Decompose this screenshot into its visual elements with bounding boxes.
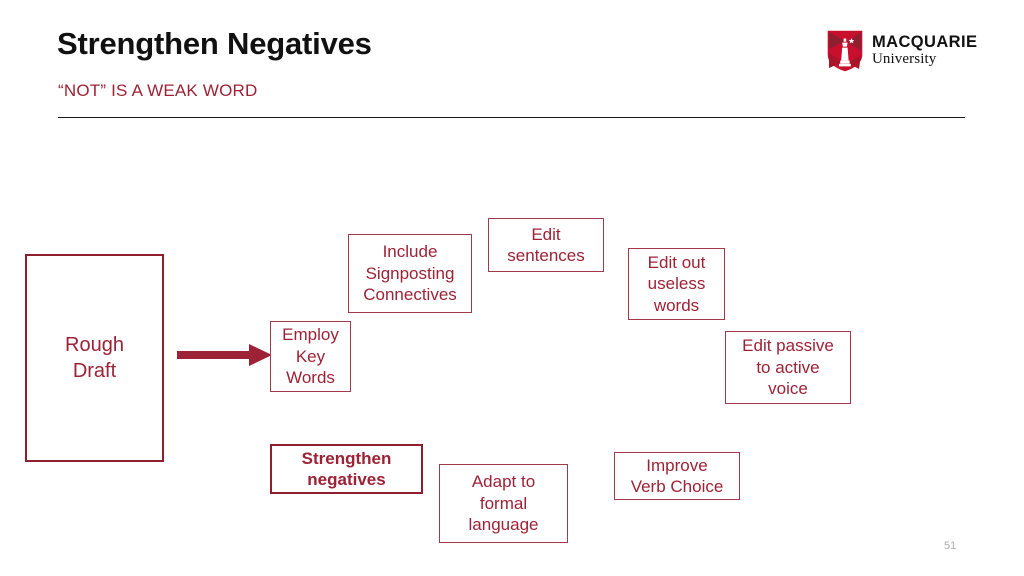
header-divider <box>58 117 965 118</box>
right-arrow-icon <box>177 344 272 366</box>
logo-wordmark: MACQUARIE University <box>872 34 977 67</box>
logo-name-bottom: University <box>872 51 937 68</box>
macquarie-university-logo: MACQUARIE University <box>826 28 977 74</box>
page-number: 51 <box>944 540 957 552</box>
macquarie-shield-lighthouse-icon <box>826 29 864 73</box>
logo-name-top: MACQUARIE <box>872 33 978 52</box>
page-title: Strengthen Negatives <box>57 26 372 61</box>
page-subtitle: “NOT” IS A WEAK WORD <box>58 81 258 100</box>
